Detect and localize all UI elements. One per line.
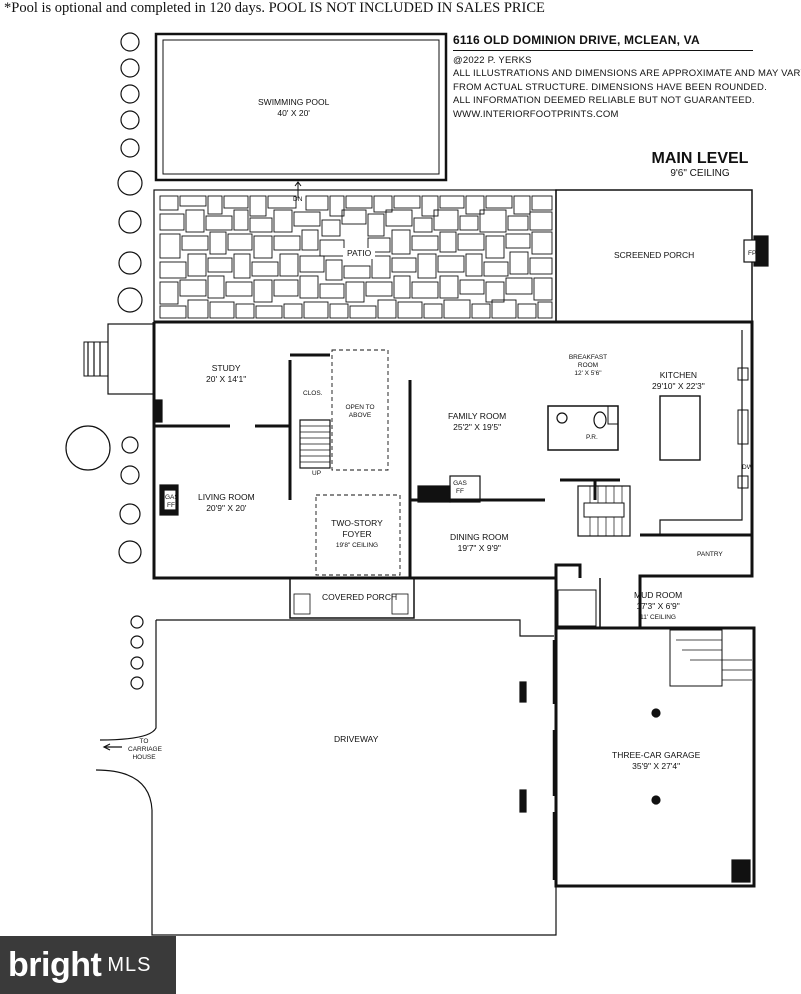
room-pool: SWIMMING POOL 40' X 20' xyxy=(258,97,330,118)
room-dining: DINING ROOM 19'7" X 9'9" xyxy=(450,532,509,553)
level-ceiling: 9'6" CEILING xyxy=(670,168,730,179)
room-patio: PATIO xyxy=(343,248,376,259)
room-screened-porch: SCREENED PORCH xyxy=(614,250,695,260)
level-name: MAIN LEVEL xyxy=(651,150,749,167)
pool-outline xyxy=(154,32,448,182)
bright-mls-logo: bright MLS xyxy=(0,936,176,994)
room-covered-porch: COVERED PORCH xyxy=(322,592,398,602)
patio-stones xyxy=(159,195,553,319)
label-fp: FP xyxy=(748,250,757,257)
room-garage: THREE-CAR GARAGE 35'9" X 27'4" xyxy=(612,750,701,771)
disclaimer-line-1: ALL ILLUSTRATIONS AND DIMENSIONS ARE APP… xyxy=(453,68,801,79)
label-pr: P.R. xyxy=(586,434,598,441)
room-pantry: PANTRY xyxy=(697,551,723,558)
back-stairs xyxy=(577,485,631,537)
label-dn: DN xyxy=(293,196,303,203)
logo-suffix: MLS xyxy=(107,953,152,976)
label-open-to-above: OPEN TO ABOVE xyxy=(345,404,375,419)
tree-icons xyxy=(65,32,144,690)
disclaimer-line-2: FROM ACTUAL STRUCTURE. DIMENSIONS HAVE B… xyxy=(453,81,767,93)
room-mud: MUD ROOM 17'3" X 6'9" 11' CEILING xyxy=(634,590,683,621)
pool-disclaimer-banner: *Pool is optional and completed in 120 d… xyxy=(4,0,545,16)
room-study: STUDY 20' X 14'1" xyxy=(206,363,247,384)
label-gas-ff-living: GAS FF xyxy=(165,494,179,509)
room-kitchen: KITCHEN 29'10" X 22'3" xyxy=(652,370,705,391)
label-gas-ff-family: GAS FF xyxy=(453,480,467,495)
foyer-dashed-area xyxy=(315,494,401,576)
side-deck xyxy=(107,323,155,395)
room-driveway: DRIVEWAY xyxy=(334,734,379,744)
label-clos: CLOS. xyxy=(303,390,323,397)
copyright: @2022 P. YERKS xyxy=(453,54,532,66)
covered-porch-outline xyxy=(289,577,415,619)
property-address: 6116 OLD DOMINION DRIVE, MCLEAN, VA xyxy=(453,33,753,51)
label-dw: DW xyxy=(742,464,753,471)
room-breakfast: BREAKFAST ROOM 12' X 5'6" xyxy=(568,354,608,377)
kitchen-island xyxy=(659,395,701,461)
level-title: MAIN LEVEL 9'6" CEILING xyxy=(610,150,790,179)
label-to-carriage-house: TO CARRIAGE HOUSE xyxy=(128,738,162,761)
garage-outline xyxy=(554,626,756,888)
disclaimer-line-3: ALL INFORMATION DEEMED RELIABLE BUT NOT … xyxy=(453,95,755,106)
open-to-above-area xyxy=(331,349,389,471)
room-family: FAMILY ROOM 25'2" X 19'5" xyxy=(448,411,507,432)
room-living: LIVING ROOM 20'9" X 20' xyxy=(198,492,255,513)
plan-info-block: 6116 OLD DOMINION DRIVE, MCLEAN, VA @202… xyxy=(453,33,801,121)
website: WWW.INTERIORFOOTPRINTS.COM xyxy=(453,108,619,120)
room-foyer: TWO-STORY FOYER 19'8" CEILING xyxy=(331,518,383,549)
logo-brand: bright xyxy=(8,945,102,984)
label-up: UP xyxy=(312,470,322,477)
powder-room xyxy=(547,405,619,451)
